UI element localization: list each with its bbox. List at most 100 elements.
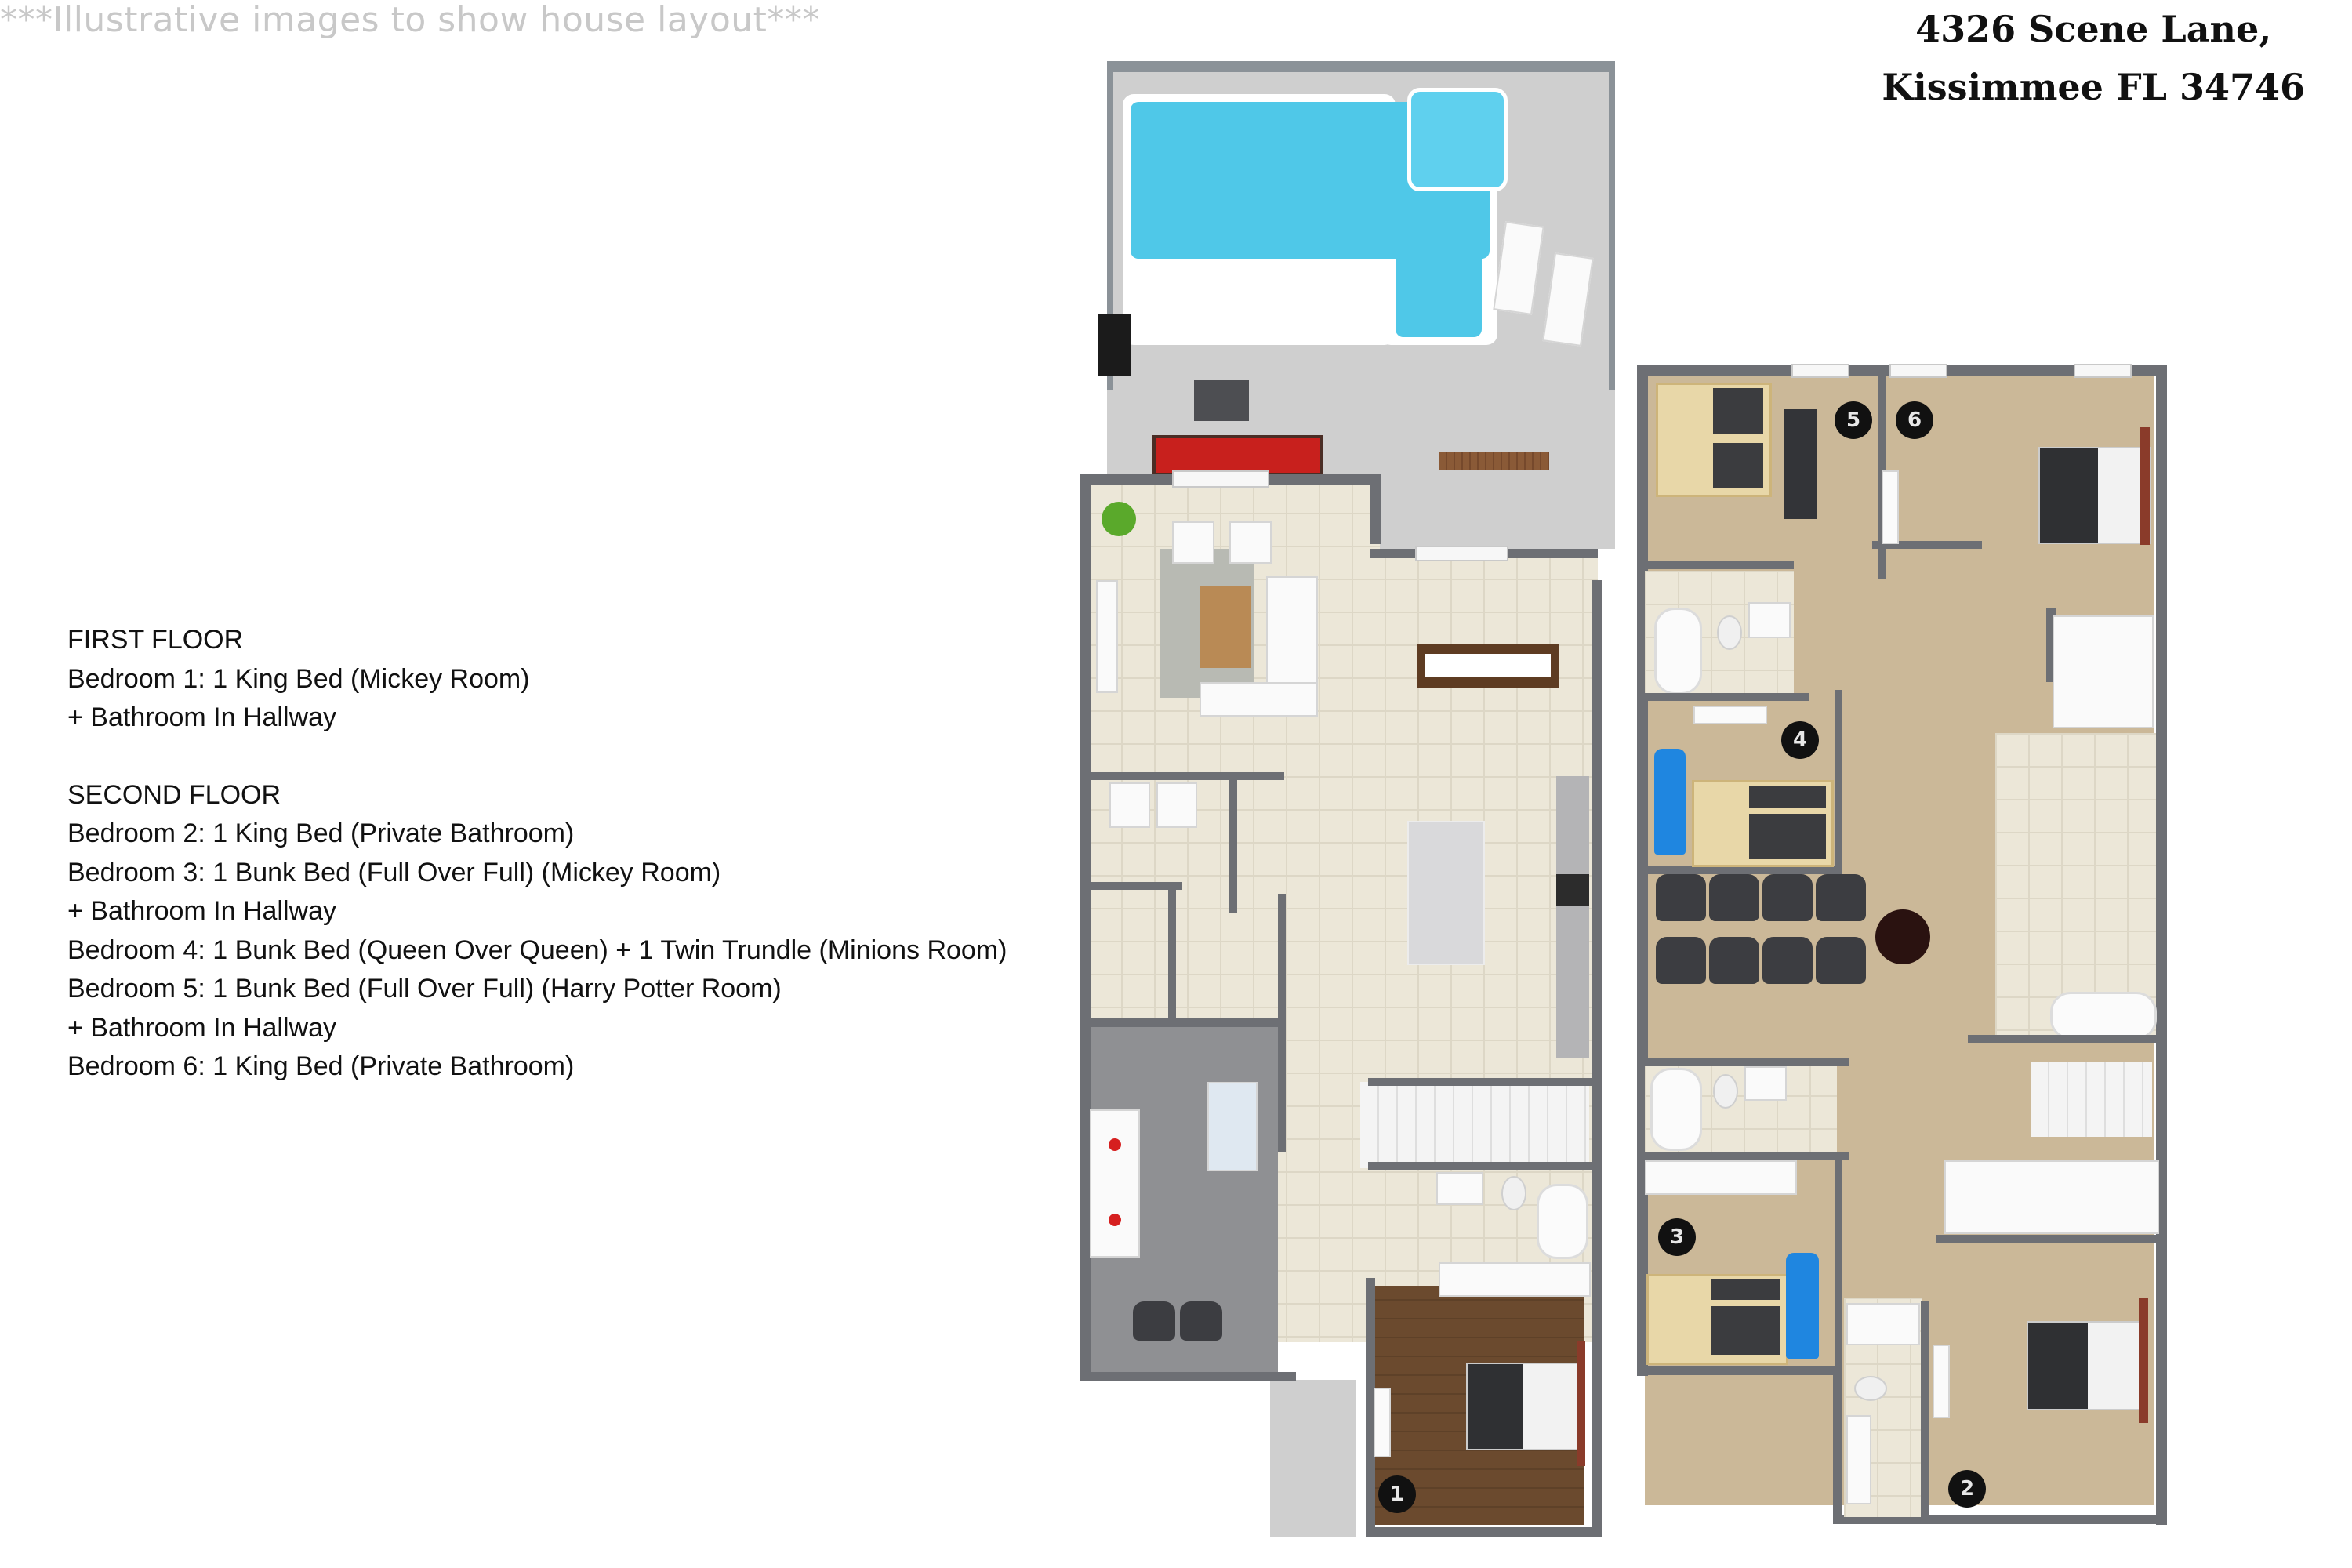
air-hockey-table: [1207, 1082, 1258, 1171]
theater-seat: [1816, 874, 1866, 921]
window: [1791, 364, 1849, 378]
theater-seat: [1762, 937, 1813, 984]
second-floor-heading: SECOND FLOOR: [67, 779, 281, 810]
window: [2074, 364, 2132, 378]
bedroom-marker-6: 6: [1896, 401, 1933, 439]
paddle: [1109, 1214, 1121, 1226]
legend-line: Bedroom 5: 1 Bunk Bed (Full Over Full) (…: [67, 974, 782, 1004]
outdoor-ottoman: [1194, 380, 1249, 421]
bedroom-marker-3: 3: [1658, 1218, 1696, 1256]
table-runner: [1425, 654, 1551, 677]
patio-door: [1415, 546, 1508, 561]
lounge-chair: [1542, 252, 1594, 347]
dresser: [1933, 1345, 1950, 1418]
armchair: [1229, 521, 1272, 564]
stairs: [1360, 1082, 1589, 1168]
sectional-sofa: [1266, 576, 1318, 713]
king-bed: [1466, 1363, 1581, 1450]
bedroom-marker-2: 2: [1948, 1470, 1986, 1508]
recliner: [1133, 1301, 1175, 1341]
dresser: [1374, 1388, 1391, 1457]
bedroom-legend: FIRST FLOOR Bedroom 1: 1 King Bed (Micke…: [67, 621, 1007, 1087]
tv-console: [1693, 706, 1767, 724]
toilet: [1717, 615, 1742, 650]
bunk-bed-queen-over-queen: [1692, 780, 1834, 867]
legend-line: Bedroom 3: 1 Bunk Bed (Full Over Full) (…: [67, 857, 721, 887]
pool-water-ext: [1396, 235, 1482, 337]
upstairs-hall: [1645, 376, 2154, 1505]
headboard: [1577, 1341, 1585, 1466]
property-address: 4326 Scene Lane, Kissimmee FL 34746: [1882, 0, 2305, 116]
theater-seat: [1709, 937, 1759, 984]
pool-coping-ext: [1380, 157, 1497, 345]
bathtub: [1654, 608, 1702, 695]
disclaimer-text: ***Illustrative images to show house lay…: [0, 0, 820, 40]
hall-bath-lower: [1645, 1062, 1837, 1152]
closet: [1645, 1160, 1797, 1195]
headboard: [2140, 427, 2150, 545]
bunk-slide: [1654, 749, 1686, 855]
vanity: [1748, 602, 1791, 638]
theater-seat: [1656, 937, 1706, 984]
front-entry: [1270, 1380, 1356, 1537]
lounge-chair: [1493, 221, 1544, 315]
washer: [1109, 782, 1150, 828]
walk-in-closet: [2053, 615, 2154, 728]
theater-seat: [1656, 874, 1706, 921]
ping-pong-table: [1090, 1109, 1140, 1258]
bathtub: [1537, 1184, 1588, 1259]
living-dining-kitchen: [1088, 480, 1598, 1342]
round-game-table: [1875, 909, 1930, 964]
king-bed: [2027, 1321, 2147, 1410]
outdoor-sofa: [1152, 435, 1323, 476]
theater-seat: [1816, 937, 1866, 984]
pool-deck: [1107, 63, 1615, 478]
legend-line: Bedroom 2: 1 King Bed (Private Bathroom): [67, 818, 575, 848]
bedroom-1: [1374, 1286, 1584, 1525]
bedroom-2-bath: [1844, 1298, 1922, 1517]
toilet: [1854, 1376, 1887, 1401]
dresser: [1882, 470, 1899, 544]
theater-seat: [1762, 874, 1813, 921]
bathtub: [2050, 992, 2157, 1040]
tv-console: [1096, 580, 1118, 693]
bathtub: [1650, 1068, 1702, 1151]
bedroom-marker-5: 5: [1835, 401, 1872, 439]
toilet: [1501, 1176, 1526, 1210]
pool-coping: [1123, 94, 1396, 345]
first-floor-heading: FIRST FLOOR: [67, 625, 244, 655]
armchair: [1172, 521, 1214, 564]
sectional-sofa-bottom: [1200, 682, 1318, 717]
plant: [1102, 502, 1136, 536]
closet: [1944, 1160, 2159, 1234]
address-line-1: 4326 Scene Lane,: [1915, 8, 2272, 50]
double-vanity: [1846, 1415, 1871, 1504]
bunk-slide: [1786, 1253, 1819, 1359]
legend-line: Bedroom 1: 1 King Bed (Mickey Room): [67, 663, 530, 694]
address-line-2: Kissimmee FL 34746: [1882, 66, 2305, 108]
game-room: [1091, 1027, 1278, 1376]
bunk-bed-full-over-full: [1656, 383, 1772, 497]
bedroom-1-closet: [1439, 1262, 1591, 1297]
window: [1889, 364, 1947, 378]
legend-line: + Bathroom In Hallway: [67, 1012, 336, 1043]
king-bed: [2038, 447, 2151, 544]
outdoor-dining-table: [1439, 452, 1549, 501]
bunk-bed-full-over-full: [1646, 1274, 1788, 1365]
theater-seat: [1709, 874, 1759, 921]
toilet: [1713, 1074, 1738, 1109]
coffee-table: [1200, 586, 1251, 668]
legend-line: Bedroom 6: 1 King Bed (Private Bathroom): [67, 1051, 575, 1081]
sofa: [1784, 409, 1817, 519]
bedroom-marker-4: 4: [1781, 721, 1819, 759]
shower: [1846, 1303, 1920, 1345]
legend-line: + Bathroom In Hallway: [67, 702, 336, 732]
kitchen-island: [1407, 821, 1485, 965]
stove: [1556, 874, 1589, 906]
bbq-grill: [1098, 314, 1131, 376]
spa: [1407, 88, 1508, 191]
paddle: [1109, 1138, 1121, 1151]
pool-water: [1131, 102, 1490, 259]
headboard: [2139, 1298, 2148, 1423]
vanity: [1436, 1172, 1483, 1205]
